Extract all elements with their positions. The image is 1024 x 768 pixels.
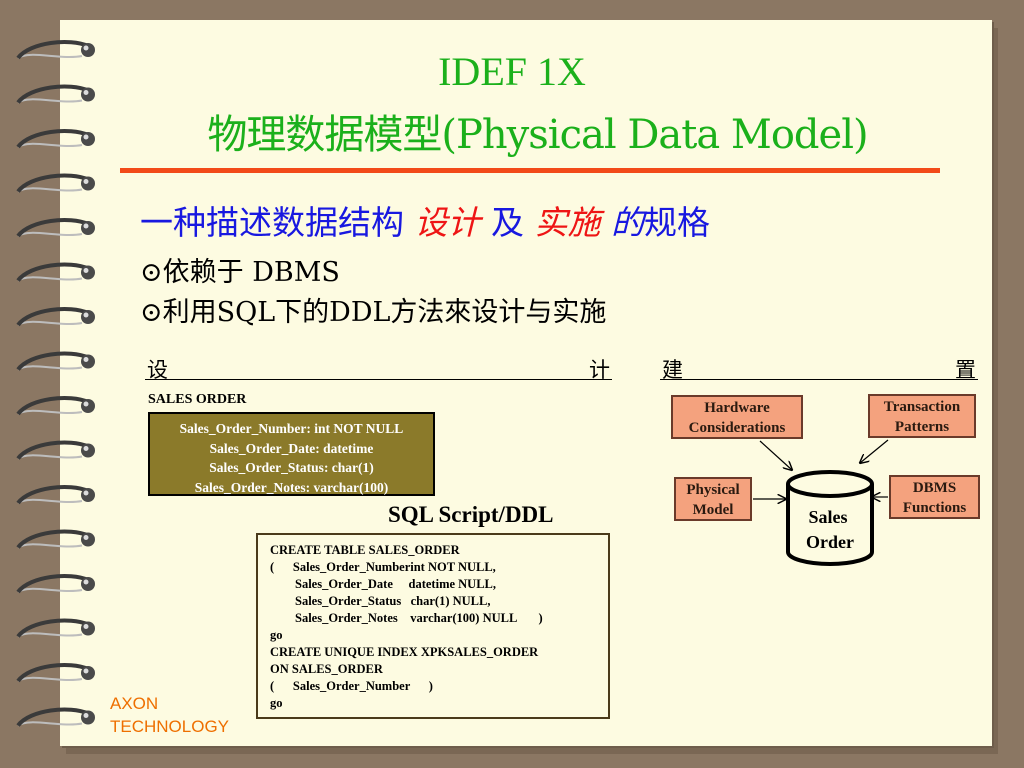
build-header-right: 置: [955, 358, 976, 382]
ddl-line: ( Sales_Order_Numberint NOT NULL,: [270, 560, 496, 574]
footer-line: AXON: [110, 694, 159, 713]
spiral-ring-icon: [16, 262, 95, 282]
entity-name: SALES ORDER: [148, 392, 247, 407]
subtitle-implement: 实施: [534, 203, 601, 242]
subtitle-spec: 规格: [643, 203, 710, 242]
spiral-ring-icon: [16, 663, 95, 683]
spiral-ring-icon: [16, 529, 95, 549]
ddl-line: Sales_Order_Notes varchar(100) NULL ): [270, 611, 543, 625]
subtitle-of: 的: [600, 203, 644, 242]
design-header-left: 设: [147, 358, 168, 382]
slide-title-secondary: 物理数据模型(Physical Data Model): [207, 112, 868, 158]
spiral-ring-icon: [16, 574, 95, 594]
box-label: Hardware: [704, 400, 770, 416]
spiral-ring-icon: [16, 440, 95, 460]
entity-attribute: Sales_Order_Number: int NOT NULL: [179, 421, 404, 436]
spiral-ring-icon: [16, 40, 95, 60]
footer-brand: AXON TECHNOLOGY: [110, 692, 229, 738]
design-header-line: [145, 379, 612, 380]
box-label: Model: [692, 502, 734, 518]
title-divider: [120, 168, 940, 173]
bullet-dbms: ⊙依赖于 DBMS: [140, 257, 340, 288]
entity-attribute: Sales_Order_Status: char(1): [209, 460, 374, 475]
physical-model-box: Physical Model: [674, 477, 752, 521]
spiral-ring-icon: [16, 485, 95, 505]
design-header-right: 计: [589, 358, 610, 382]
box-label: Functions: [902, 500, 967, 516]
subtitle-and: 及: [480, 203, 535, 242]
slide-title: IDEF 1X: [438, 49, 586, 94]
transaction-patterns-box: Transaction Patterns: [868, 394, 976, 438]
build-header-line: [660, 379, 978, 380]
ddl-line: CREATE TABLE SALES_ORDER: [270, 543, 460, 557]
subtitle: 一种描述数据结构 设计 及 实施 的规格: [140, 196, 710, 244]
ddl-line: ON SALES_ORDER: [270, 662, 383, 676]
arrow-hardware-to-order: [759, 440, 792, 470]
spiral-ring-icon: [16, 129, 95, 149]
ddl-line: Sales_Order_Status char(1) NULL,: [270, 594, 491, 608]
box-label: DBMS: [912, 480, 957, 496]
entity-attribute: Sales_Order_Notes: varchar(100): [194, 479, 389, 495]
spiral-ring-icon: [16, 307, 95, 327]
ddl-label: SQL Script/DDL: [388, 502, 554, 527]
entity-box: Sales_Order_Number: int NOT NULL Sales_O…: [148, 412, 435, 496]
box-label: Patterns: [894, 419, 950, 435]
dbms-functions-box: DBMS Functions: [889, 475, 980, 519]
subtitle-design: 设计: [414, 203, 481, 242]
center-label: Sales: [808, 507, 847, 527]
center-label: Order: [806, 532, 854, 552]
ddl-line: Sales_Order_Date datetime NULL,: [270, 577, 497, 591]
arrow-transaction-to-order: [860, 439, 889, 463]
box-label: Considerations: [688, 420, 786, 436]
ddl-line: CREATE UNIQUE INDEX XPKSALES_ORDER: [270, 645, 539, 659]
ddl-line: go: [270, 696, 283, 710]
box-label: Physical: [686, 482, 740, 498]
ddl-line: ( Sales_Order_Number ): [270, 679, 433, 693]
spiral-ring-icon: [16, 218, 95, 238]
subtitle-text: 一种描述数据结构: [140, 203, 415, 242]
spiral-ring-icon: [16, 618, 95, 638]
build-header-left: 建: [662, 358, 683, 382]
footer-line: TECHNOLOGY: [110, 717, 230, 736]
spiral-ring-icon: [16, 351, 95, 371]
entity-attribute: Sales_Order_Date: datetime: [209, 440, 374, 456]
database-cylinder-icon: [786, 470, 874, 566]
ddl-line: go: [270, 628, 283, 642]
box-label: Transaction: [883, 399, 961, 415]
spiral-ring-icon: [16, 173, 95, 193]
spiral-ring-icon: [16, 707, 95, 727]
spiral-ring-icon: [16, 84, 95, 104]
hardware-considerations-box: Hardware Considerations: [671, 395, 803, 439]
ddl-script-box: CREATE TABLE SALES_ORDER ( Sales_Order_N…: [256, 533, 610, 719]
spiral-ring-icon: [16, 396, 95, 416]
bullet-sql-ddl: ⊙利用SQL下的DDL方法來设计与实施: [140, 297, 607, 328]
